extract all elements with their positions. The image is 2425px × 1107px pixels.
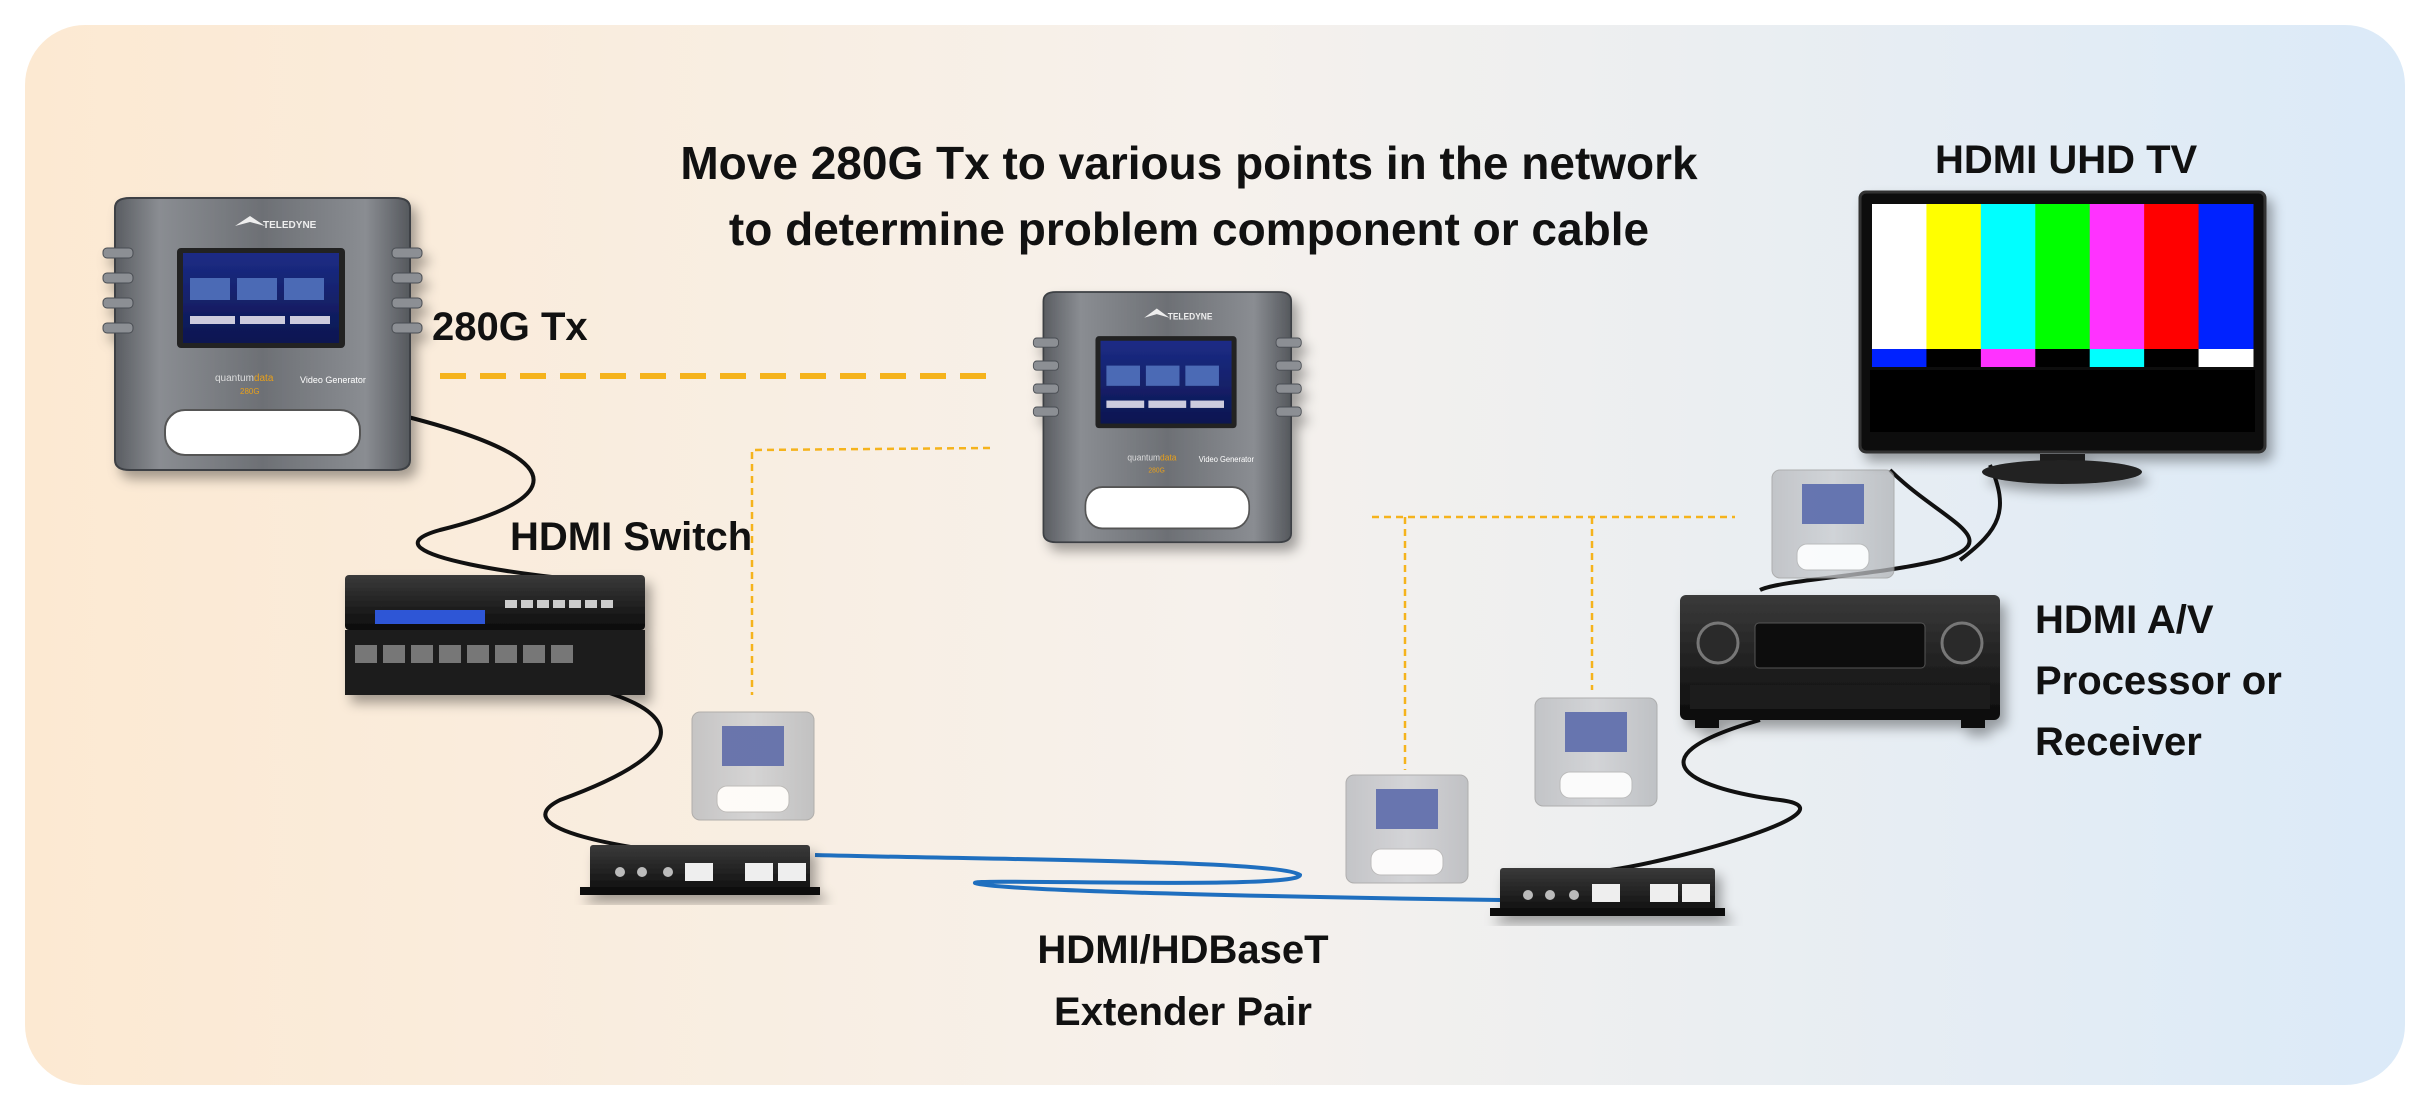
tv-bottom-bar	[2144, 349, 2200, 367]
extender-rx-device	[1490, 868, 1725, 916]
extender-label-line-2: Extender Pair	[1054, 990, 1312, 1034]
svg-text:Video Generator: Video Generator	[1199, 455, 1255, 464]
tv-bottom-bar	[2035, 349, 2091, 367]
receiver-label-line-3: Receiver	[2035, 720, 2202, 764]
tv-label: HDMI UHD TV	[1935, 138, 2198, 182]
av-receiver-device	[1680, 595, 2000, 728]
tv-bottom-bar	[1926, 349, 1982, 367]
diagram-title-line-1: Move 280G Tx to various points in the ne…	[680, 137, 1698, 189]
probe-device-receiver	[1534, 697, 1658, 807]
receiver-label-line-2: Processor or	[2035, 659, 2282, 703]
svg-text:TELEDYNE: TELEDYNE	[1168, 311, 1213, 321]
probe-device-switch	[691, 711, 815, 821]
generator-280g-main: TELEDYNE quantumdata Video Generator 280…	[102, 197, 423, 471]
tv-color-bar	[2144, 204, 2200, 349]
cable-receiver-to-extender	[1609, 718, 1802, 872]
probe-devices	[691, 469, 1895, 884]
probe-device-extender	[1345, 774, 1469, 884]
svg-text:280G: 280G	[240, 387, 260, 396]
tv-color-bar	[2089, 204, 2145, 349]
extender-tx-device	[580, 845, 820, 895]
uhd-tv-device	[1858, 190, 2267, 484]
cable-tx-to-switch	[399, 413, 591, 582]
tv-color-bar	[2198, 204, 2254, 349]
tv-bottom-bar	[2089, 349, 2145, 367]
device-brand-main: TELEDYNE	[263, 220, 317, 231]
diagram-title-line-2: to determine problem component or cable	[728, 203, 1650, 255]
background-card	[25, 25, 2405, 1085]
cable-tv-to-receiver	[1759, 468, 1972, 592]
generator-280g-center: TELEDYNE quantumdata Video Generator 280…	[1032, 291, 1302, 544]
svg-text:280G: 280G	[1148, 467, 1164, 474]
hdmi-cables	[399, 413, 2002, 872]
probe-line-switch	[750, 446, 991, 695]
probe-device-tv	[1771, 469, 1895, 579]
tv-color-bar	[1872, 204, 1927, 349]
svg-text:Video Generator: Video Generator	[300, 375, 366, 385]
tv-color-bar	[1926, 204, 1982, 349]
tv-color-bar	[2035, 204, 2091, 349]
tv-bottom-bar	[2198, 349, 2254, 367]
receiver-label-line-1: HDMI A/V	[2035, 598, 2214, 642]
hdbaset-cable	[814, 853, 1501, 902]
switch-label: HDMI Switch	[510, 515, 753, 559]
tv-bottom-bar	[1872, 349, 1927, 367]
tv-color-bar	[1980, 204, 2036, 349]
hdmi-switch-device	[345, 575, 645, 695]
svg-text:quantumdata: quantumdata	[215, 373, 274, 384]
probe-lines	[440, 373, 1735, 770]
svg-text:quantumdata: quantumdata	[1127, 452, 1176, 462]
tv-bottom-bar	[1980, 349, 2036, 367]
tx-label: 280G Tx	[432, 305, 588, 349]
extender-label-line-1: HDMI/HDBaseT	[1037, 928, 1329, 972]
tv-color-bars	[1872, 204, 2254, 367]
cable-tv-extra	[1958, 464, 2002, 562]
